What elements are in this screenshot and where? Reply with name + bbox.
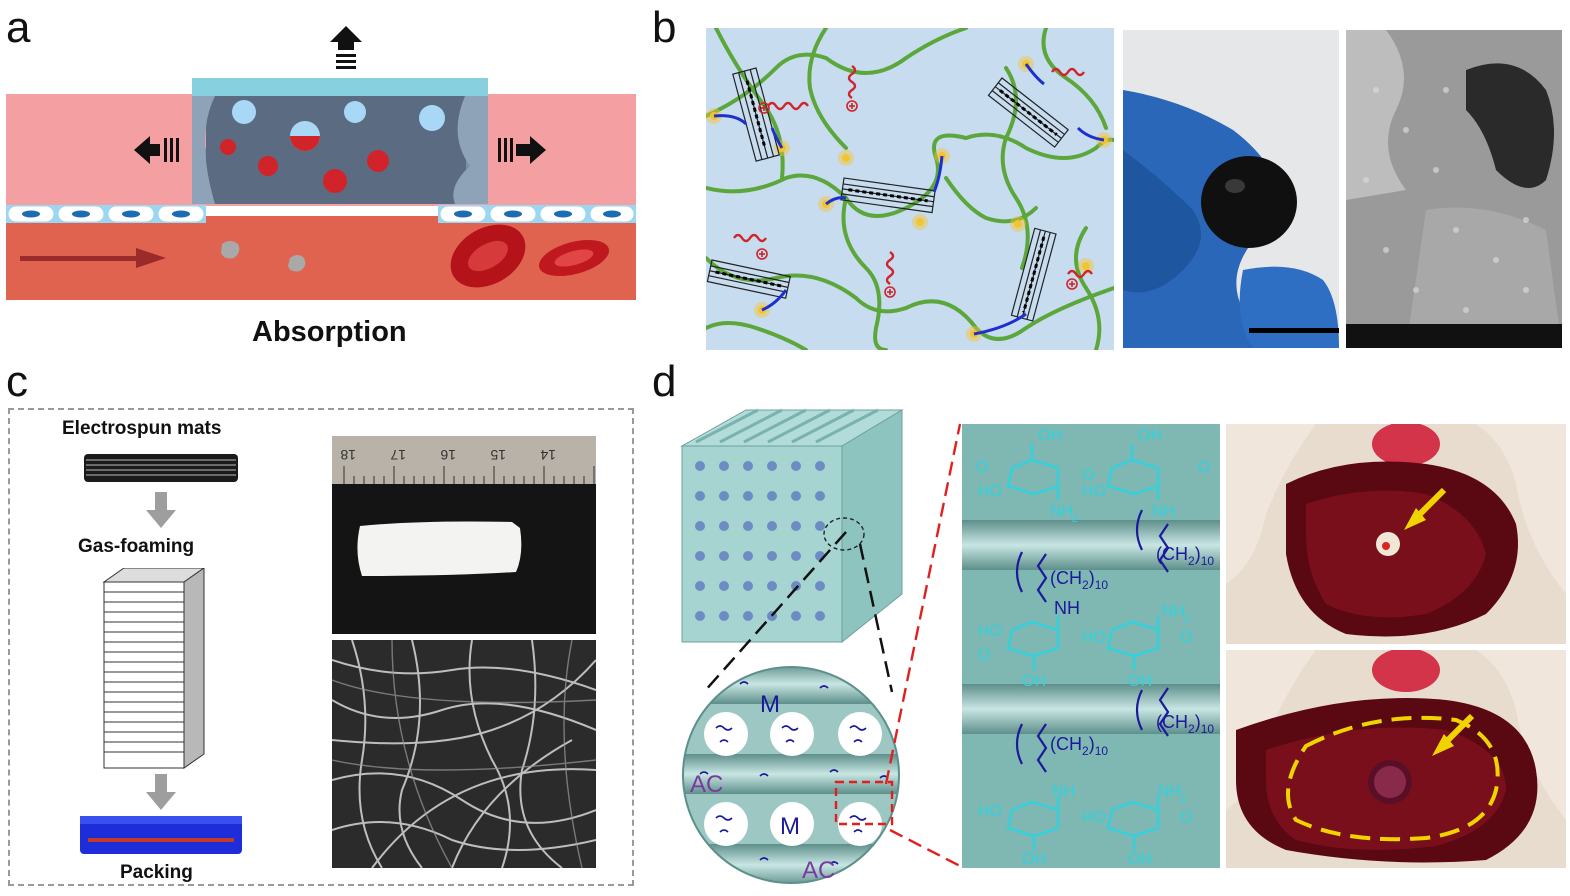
panel-d-letter: d xyxy=(652,357,677,406)
chem-label: O xyxy=(1180,629,1192,646)
chitosan-structure-diagram: OH OH O O O HO HO NH 2 NH HO HO O O OH O… xyxy=(962,424,1220,868)
porous-cube-diagram xyxy=(680,408,904,644)
step-packing: Packing xyxy=(120,862,193,883)
platelet xyxy=(288,255,306,272)
chem-label: O xyxy=(976,459,988,476)
liver-wound-photo-bottom xyxy=(1226,650,1566,868)
panel-c-frame xyxy=(8,408,634,886)
panel-c-letter: c xyxy=(6,357,28,406)
chem-label: OH xyxy=(1128,673,1152,690)
chem-label: HO xyxy=(978,803,1002,820)
ruler-number: 16 xyxy=(440,447,456,463)
inset-label-ac: AC xyxy=(802,857,835,884)
arrow-right-icon xyxy=(498,136,546,164)
inset-label-m: M xyxy=(780,813,800,840)
chem-label: (CH2)10 xyxy=(1050,734,1108,758)
chem-label: 2 xyxy=(1184,613,1190,625)
chem-label: O xyxy=(1180,809,1192,826)
hydrogel-network-diagram xyxy=(706,28,1114,350)
chem-label: (CH2)10 xyxy=(1156,544,1214,568)
chem-label: OH xyxy=(1022,851,1046,868)
inset-label-ac: AC xyxy=(690,771,723,798)
chem-label: HO xyxy=(1082,629,1106,646)
ruler-number: 14 xyxy=(540,447,556,463)
gel-top-layer xyxy=(192,78,488,96)
ruler-number: 17 xyxy=(390,447,406,463)
ruler-number: 18 xyxy=(340,447,356,463)
chem-label: (CH2)10 xyxy=(1156,712,1214,736)
flow-arrow-icon xyxy=(20,248,166,268)
sponge-photo: 18 17 16 15 14 xyxy=(332,436,596,634)
arrow-down-icon xyxy=(146,492,176,528)
hydrogel-sphere-photo xyxy=(1123,30,1339,348)
red-spring xyxy=(733,65,1093,285)
absorption-diagram xyxy=(6,26,636,300)
chem-label: HO xyxy=(978,483,1002,500)
foamed-block-icon xyxy=(102,568,205,769)
chem-label: HO xyxy=(978,623,1002,640)
ruler-number: 15 xyxy=(490,447,506,463)
arrow-yellow-icon xyxy=(1432,713,1475,756)
chem-label: 2 xyxy=(1072,513,1078,525)
step-gas-foaming: Gas-foaming xyxy=(78,536,195,557)
sem-image xyxy=(1346,30,1562,348)
arrow-yellow-icon xyxy=(1404,487,1447,530)
platelet xyxy=(221,241,240,259)
chem-label: OH xyxy=(1128,851,1152,868)
chem-label: O xyxy=(1198,459,1210,476)
arrow-up-icon xyxy=(330,26,362,69)
chem-label: 2 xyxy=(1180,793,1186,805)
chem-label: HO xyxy=(1082,483,1106,500)
panel-a-letter: a xyxy=(6,3,31,52)
step-electrospun-mats: Electrospun mats xyxy=(62,418,222,439)
zoom-lines-red xyxy=(884,423,962,868)
chem-label: NH xyxy=(1050,503,1073,520)
red-blood-cell xyxy=(538,239,610,277)
chem-label: NH xyxy=(1152,503,1175,520)
chem-label: HO xyxy=(1082,809,1106,826)
nanotube-bundle xyxy=(706,67,1070,322)
fiber-sem-image xyxy=(332,640,596,868)
panel-b-letter: b xyxy=(652,3,677,52)
chem-label: NH xyxy=(1162,603,1185,620)
chem-label: OH xyxy=(1022,673,1046,690)
inset-label-m: M xyxy=(760,691,780,718)
liver-wound-photo-top xyxy=(1226,424,1566,644)
zoom-lines xyxy=(703,531,894,693)
pore-inset-diagram: M AC M AC xyxy=(682,666,900,884)
chem-label: O xyxy=(1082,467,1094,484)
packed-sponge-icon xyxy=(80,816,242,854)
electrospun-mat-icon xyxy=(84,454,238,482)
chem-label: O xyxy=(978,647,990,664)
chem-label: NH xyxy=(1054,598,1080,618)
chem-label: OH xyxy=(1138,427,1162,444)
endothelial-cells xyxy=(6,205,636,223)
red-blood-cell xyxy=(450,224,526,288)
arrow-left-icon xyxy=(134,136,179,164)
absorption-caption: Absorption xyxy=(252,316,407,348)
arrow-down-icon xyxy=(146,774,176,810)
chem-label: NH xyxy=(1158,783,1181,800)
chem-label: OH xyxy=(1038,427,1062,444)
chem-label: NH xyxy=(1052,783,1075,800)
chem-label: (CH2)10 xyxy=(1050,568,1108,592)
